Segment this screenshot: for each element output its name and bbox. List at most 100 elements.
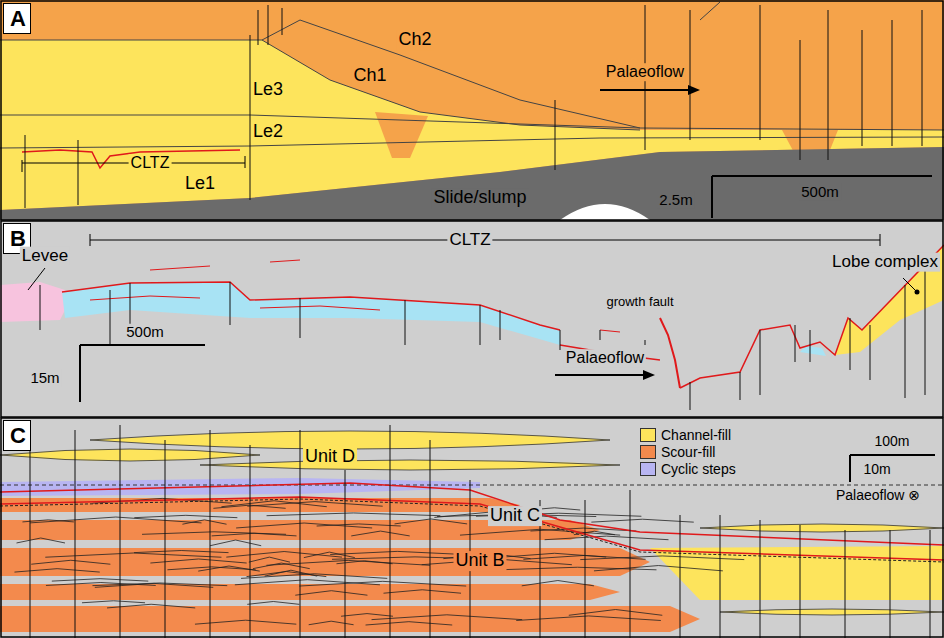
- legend-row: Cyclic steps: [640, 460, 736, 477]
- scale-bar: [79, 345, 81, 402]
- unit-name: Ch2: [396, 30, 433, 50]
- unit-name: Le3: [251, 80, 285, 100]
- scour-lamina: [235, 580, 380, 585]
- scale-bar: [80, 344, 205, 346]
- channel-fill-lens: [0, 449, 260, 461]
- erosion-surface: [270, 260, 300, 262]
- well-log: [405, 300, 406, 345]
- scour-lamina: [236, 523, 372, 528]
- erosion-surface: [680, 245, 944, 388]
- scour-fill-deposit: [0, 584, 620, 600]
- scour-lamina: [569, 610, 663, 616]
- well-log: [740, 372, 741, 400]
- scour-fill-deposit: [0, 548, 650, 576]
- flow-label: Palaeoflow: [564, 349, 646, 367]
- scour-lamina: [253, 563, 310, 569]
- unit-name: Unit D: [303, 447, 357, 467]
- flow-label: Palaeoflow: [604, 63, 686, 81]
- well-log: [560, 330, 561, 350]
- unit-name: Le2: [251, 122, 285, 142]
- well-log: [690, 10, 691, 140]
- scour-lamina: [92, 583, 227, 586]
- well-log: [300, 430, 301, 638]
- layer-boundary: [0, 115, 944, 130]
- white-lens: [560, 204, 650, 220]
- well-log: [250, 445, 251, 638]
- growth-fault: [660, 318, 680, 388]
- scale-label: 100m: [872, 434, 911, 449]
- legend-text: Channel-fill: [661, 427, 731, 443]
- arrow-head: [688, 85, 700, 95]
- channel-boundary: [700, 2, 720, 20]
- well-log: [430, 440, 431, 638]
- well-log: [760, 520, 761, 638]
- scour-lamina: [212, 533, 297, 536]
- well-log: [800, 40, 801, 160]
- erosion-surface: [150, 266, 210, 270]
- bracket-end: [22, 160, 23, 172]
- well-log: [250, 35, 251, 200]
- leader-line: [903, 278, 917, 292]
- scour-lamina: [341, 614, 393, 617]
- well-log: [78, 140, 79, 205]
- well-log: [828, 10, 829, 160]
- scour-lamina: [351, 531, 409, 536]
- scale-label: 500m: [124, 324, 166, 341]
- erosion-surface: [260, 306, 380, 310]
- flow-arrow: [600, 89, 692, 91]
- scale-bar: [711, 176, 713, 218]
- well-log: [258, 10, 259, 45]
- well-log: [630, 490, 631, 638]
- well-log: [922, 10, 923, 146]
- scour-lamina: [522, 581, 594, 586]
- unit-name: Unit C: [488, 506, 542, 526]
- scour-lamina: [52, 579, 148, 581]
- legend-swatch: [640, 445, 656, 459]
- scour-lamina: [299, 581, 466, 586]
- scale-label: 10m: [861, 462, 892, 477]
- panel-letter-box: A: [3, 3, 31, 34]
- unit-name: Ch1: [351, 66, 388, 86]
- scour-lamina: [30, 517, 201, 523]
- well-log: [925, 265, 926, 395]
- scour-lamina: [134, 551, 229, 553]
- well-log: [210, 430, 211, 638]
- well-log: [680, 515, 681, 638]
- erosion-surface: [90, 296, 200, 300]
- scour-lamina: [384, 590, 462, 593]
- legend-row: Scour-fill: [640, 443, 736, 460]
- well-log: [165, 440, 166, 638]
- zone-name: CLTZ: [129, 154, 172, 172]
- slide-slump-unit: [0, 147, 944, 220]
- scour-lamina: [210, 540, 261, 546]
- well-log: [850, 318, 851, 370]
- scour-lamina: [372, 615, 523, 620]
- scour-lamina: [134, 515, 237, 517]
- well-log: [760, 5, 761, 140]
- well-log: [585, 500, 586, 638]
- bracket-end: [245, 156, 246, 168]
- arrow-head: [643, 370, 655, 380]
- well-log: [500, 310, 501, 340]
- bracket-end: [880, 234, 881, 246]
- scour-lamina: [309, 621, 354, 625]
- scour-lamina: [247, 601, 299, 604]
- well-log: [862, 30, 863, 146]
- scour-lamina: [45, 553, 221, 557]
- well-log: [555, 100, 556, 170]
- layer-boundary: [0, 40, 640, 130]
- scale-bar: [849, 455, 851, 482]
- panel-ground: [0, 418, 944, 638]
- well-log: [600, 330, 601, 340]
- well-log: [760, 330, 761, 395]
- zone-name: CLTZ: [447, 231, 492, 250]
- scour-lamina: [295, 591, 367, 596]
- well-log: [282, 8, 283, 35]
- well-log: [690, 382, 691, 410]
- scour-lamina: [395, 519, 468, 524]
- feature-name: growth fault: [604, 295, 675, 309]
- scour-lamina: [226, 552, 342, 558]
- cltz-deposit: [62, 282, 560, 345]
- channel-cut: [375, 112, 428, 158]
- channel-fill-lens: [700, 524, 944, 532]
